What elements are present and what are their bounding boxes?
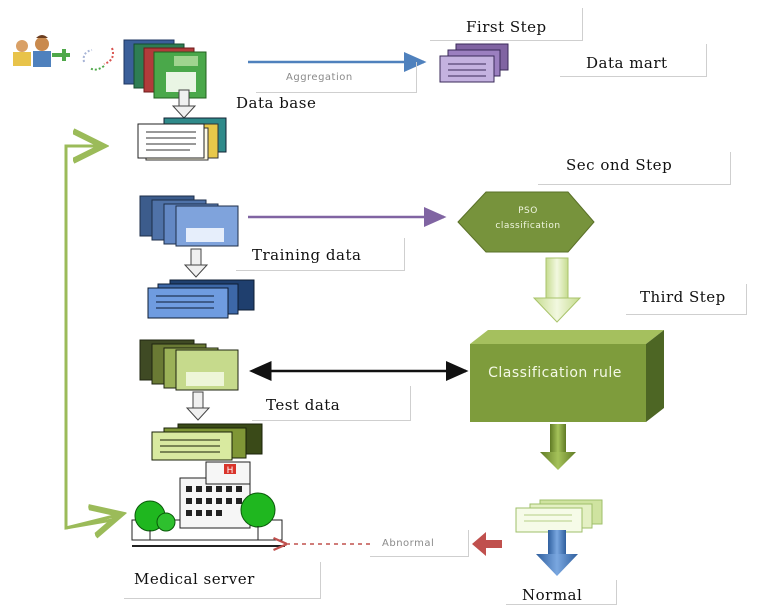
test-data-label: Test data [266, 396, 341, 414]
down-arrow-test [185, 391, 211, 421]
data-base-label: Data base [236, 94, 317, 112]
refresh-arrows-icon [82, 47, 114, 71]
feedback-loop-arrow [64, 146, 113, 530]
database-stack [123, 39, 207, 99]
down-arrow-third-step [532, 257, 582, 323]
training-data-stack [139, 195, 239, 247]
medical-server-frame [124, 562, 321, 599]
feedback-to-server-arrow [65, 515, 118, 528]
result-documents-stack [515, 499, 603, 533]
training-documents-stack [147, 279, 255, 319]
data-mart-label: Data mart [586, 54, 668, 72]
medical-server-label: Medical server [134, 570, 255, 588]
training-data-label: Training data [252, 246, 362, 264]
third-step-frame [626, 284, 747, 315]
abnormal-label: Abnormal [382, 538, 435, 549]
pso-classification-label: PSO classification [495, 206, 561, 231]
normal-label: Normal [522, 586, 583, 604]
classification-rule-label: Classification rule [488, 365, 622, 381]
training-data-frame [236, 238, 405, 271]
abnormal-frame [370, 530, 469, 557]
data-mart-stack [439, 43, 509, 83]
hospital-icon: H [131, 461, 285, 547]
svg-text:H: H [227, 466, 234, 476]
down-arrow-training [183, 248, 209, 278]
down-arrow-database [171, 89, 197, 119]
data-mart-frame [560, 44, 707, 77]
abnormal-arrow-icon [472, 532, 502, 556]
classification-rule-cube [470, 330, 664, 422]
aggregation-label: Aggregation [286, 72, 353, 83]
second-step-label: Sec ond Step [566, 156, 673, 174]
test-data-stack [139, 339, 239, 391]
collected-documents-stack [137, 117, 227, 161]
normal-frame [506, 580, 617, 605]
pso-hexagon [457, 191, 595, 253]
first-step-label: First Step [466, 18, 547, 36]
down-arrow-normal [536, 530, 578, 576]
first-step-frame [430, 8, 583, 41]
second-step-frame [538, 152, 731, 185]
test-data-frame [252, 386, 411, 421]
users-icon [13, 35, 70, 67]
test-documents-stack [151, 423, 263, 461]
aggregation-frame [256, 62, 417, 93]
third-step-label: Third Step [640, 288, 726, 306]
down-arrow-rule [540, 424, 576, 470]
